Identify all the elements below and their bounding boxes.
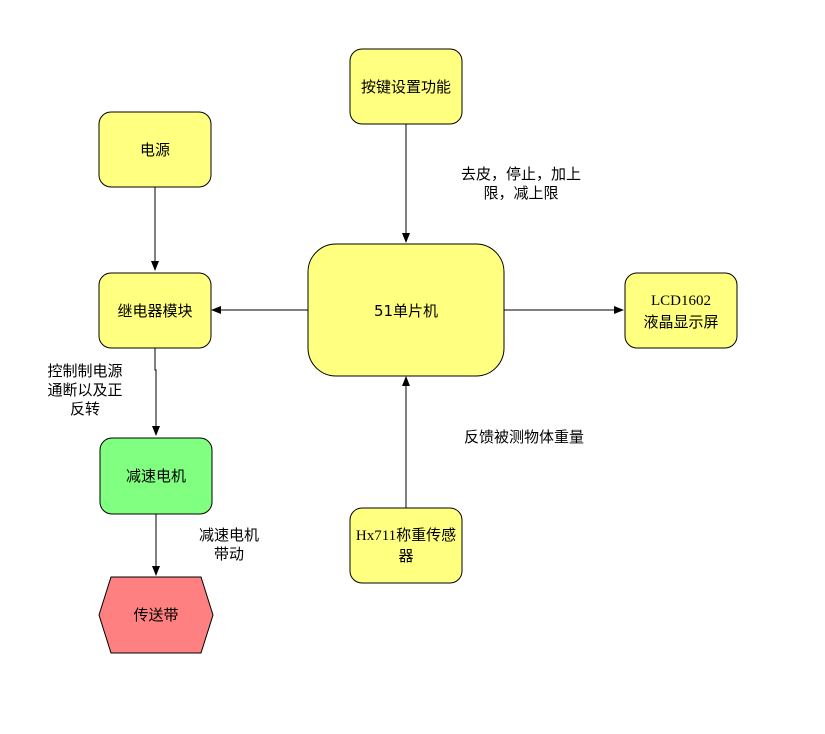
node-power-box xyxy=(98,111,212,188)
node-keys-label: 按键设置功能 xyxy=(361,78,451,96)
node-belt: 传送带 xyxy=(98,576,214,654)
label-relay-line2: 通断以及正 xyxy=(47,381,122,399)
node-mcu-box xyxy=(307,243,505,377)
label-relay-line1: 控制制电源 xyxy=(47,362,122,380)
node-motor: 减速电机 xyxy=(99,437,213,515)
node-sensor-box xyxy=(349,507,463,584)
label-sensor: 反馈被测物体重量 xyxy=(464,428,584,446)
node-belt-label: 传送带 xyxy=(133,606,178,624)
node-lcd-label-line1: LCD1602 xyxy=(651,293,711,309)
node-relay: 继电器模块 xyxy=(98,272,212,349)
node-power-label: 电源 xyxy=(140,141,170,159)
node-relay-box xyxy=(98,272,212,349)
node-sensor: Hx711称重传感 器 xyxy=(349,507,463,584)
node-mcu-label: 51单片机 xyxy=(374,302,438,320)
label-relay-line3: 反转 xyxy=(70,400,100,418)
label-motor-line1: 减速电机 xyxy=(199,526,259,544)
label-sensor-line1: 反馈被测物体重量 xyxy=(464,428,584,446)
node-mcu: 51单片机 xyxy=(307,243,505,377)
node-lcd-box xyxy=(624,272,738,349)
node-sensor-label-line2: 器 xyxy=(398,547,413,565)
node-sensor-label-line1: Hx711称重传感 xyxy=(356,527,456,544)
label-relay: 控制制电源 通断以及正 反转 xyxy=(47,362,122,418)
label-motor-line2: 带动 xyxy=(214,545,244,563)
node-belt-shape xyxy=(98,576,214,654)
node-lcd-label-line2: 液晶显示屏 xyxy=(643,313,718,331)
node-relay-label: 继电器模块 xyxy=(117,302,192,320)
node-power: 电源 xyxy=(98,111,212,188)
node-keys: 按键设置功能 xyxy=(349,48,463,125)
node-motor-label: 减速电机 xyxy=(126,467,186,485)
label-keys-line2: 限，减上限 xyxy=(483,184,558,202)
node-lcd: LCD1602 液晶显示屏 xyxy=(624,272,738,349)
label-keys-line1: 去皮，停止，加上 xyxy=(461,165,581,183)
label-keys: 去皮，停止，加上 限，减上限 xyxy=(461,165,581,202)
node-motor-box xyxy=(99,437,213,515)
arrow-relay-to-motor xyxy=(152,348,160,436)
node-keys-box xyxy=(349,48,463,125)
label-motor: 减速电机 带动 xyxy=(199,526,259,563)
